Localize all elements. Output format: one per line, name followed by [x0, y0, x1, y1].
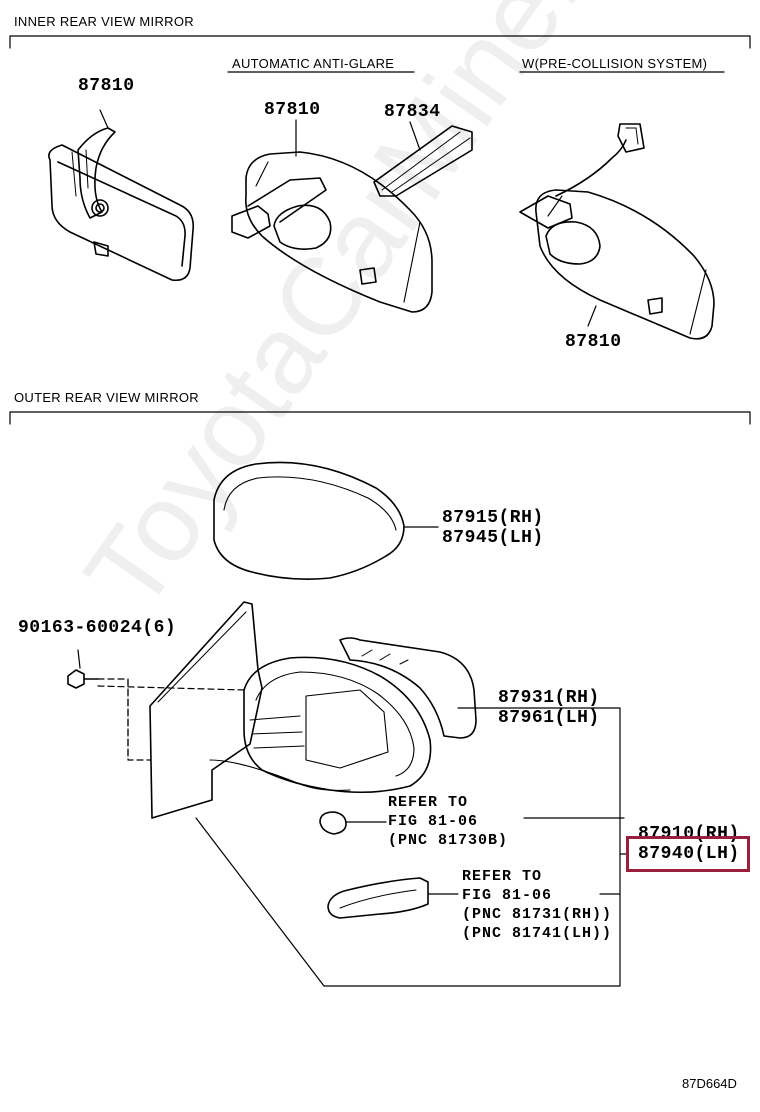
part-87945-lh[interactable]: 87945(LH) — [442, 528, 544, 548]
part-87961-lh[interactable]: 87961(LH) — [498, 708, 600, 728]
ref2-line3: (PNC 81731(RH)) — [462, 906, 613, 923]
part-87910-rh[interactable]: 87910(RH) — [638, 824, 740, 844]
inner-mirror-basic — [48, 109, 195, 282]
ref2-line2: FIG 81-06 — [462, 887, 553, 904]
outer-mirror-housing — [149, 601, 477, 819]
inner-section-bracket — [9, 35, 751, 49]
outer-section-bracket — [9, 411, 751, 425]
ref1-line1: REFER TO — [388, 794, 469, 811]
variant-anti-glare: AUTOMATIC ANTI-GLARE — [232, 56, 395, 71]
screw-90163 — [67, 649, 99, 689]
ref1-line3: (PNC 81730B) — [388, 832, 509, 849]
dashed-leaders — [97, 678, 245, 761]
part-87940-lh[interactable]: 87940(LH) — [638, 844, 740, 864]
ref1-line2: FIG 81-06 — [388, 813, 479, 830]
part-87810-pre-collision[interactable]: 87810 — [565, 332, 622, 352]
part-90163-60024[interactable]: 90163-60024(6) — [18, 618, 177, 638]
ref2-line4: (PNC 81741(LH)) — [462, 925, 613, 942]
figure-code: 87D664D — [682, 1076, 737, 1091]
part-87834[interactable]: 87834 — [384, 102, 441, 122]
ref2-line1: REFER TO — [462, 868, 543, 885]
section-inner-title: INNER REAR VIEW MIRROR — [14, 14, 194, 29]
inner-mirror-anti-glare — [231, 119, 473, 313]
bulb-81730b — [319, 811, 387, 835]
part-87915-rh[interactable]: 87915(RH) — [442, 508, 544, 528]
part-87931-rh[interactable]: 87931(RH) — [498, 688, 600, 708]
turn-signal-lens — [327, 877, 459, 919]
part-87810-anti-glare[interactable]: 87810 — [264, 100, 321, 120]
inner-mirror-pre-collision — [519, 123, 715, 340]
part-87810-basic[interactable]: 87810 — [78, 76, 135, 96]
variant-pre-collision: W(PRE-COLLISION SYSTEM) — [522, 56, 708, 71]
highlight-box-87940 — [626, 836, 750, 872]
outer-mirror-cover — [213, 461, 439, 580]
section-outer-title: OUTER REAR VIEW MIRROR — [14, 390, 199, 405]
